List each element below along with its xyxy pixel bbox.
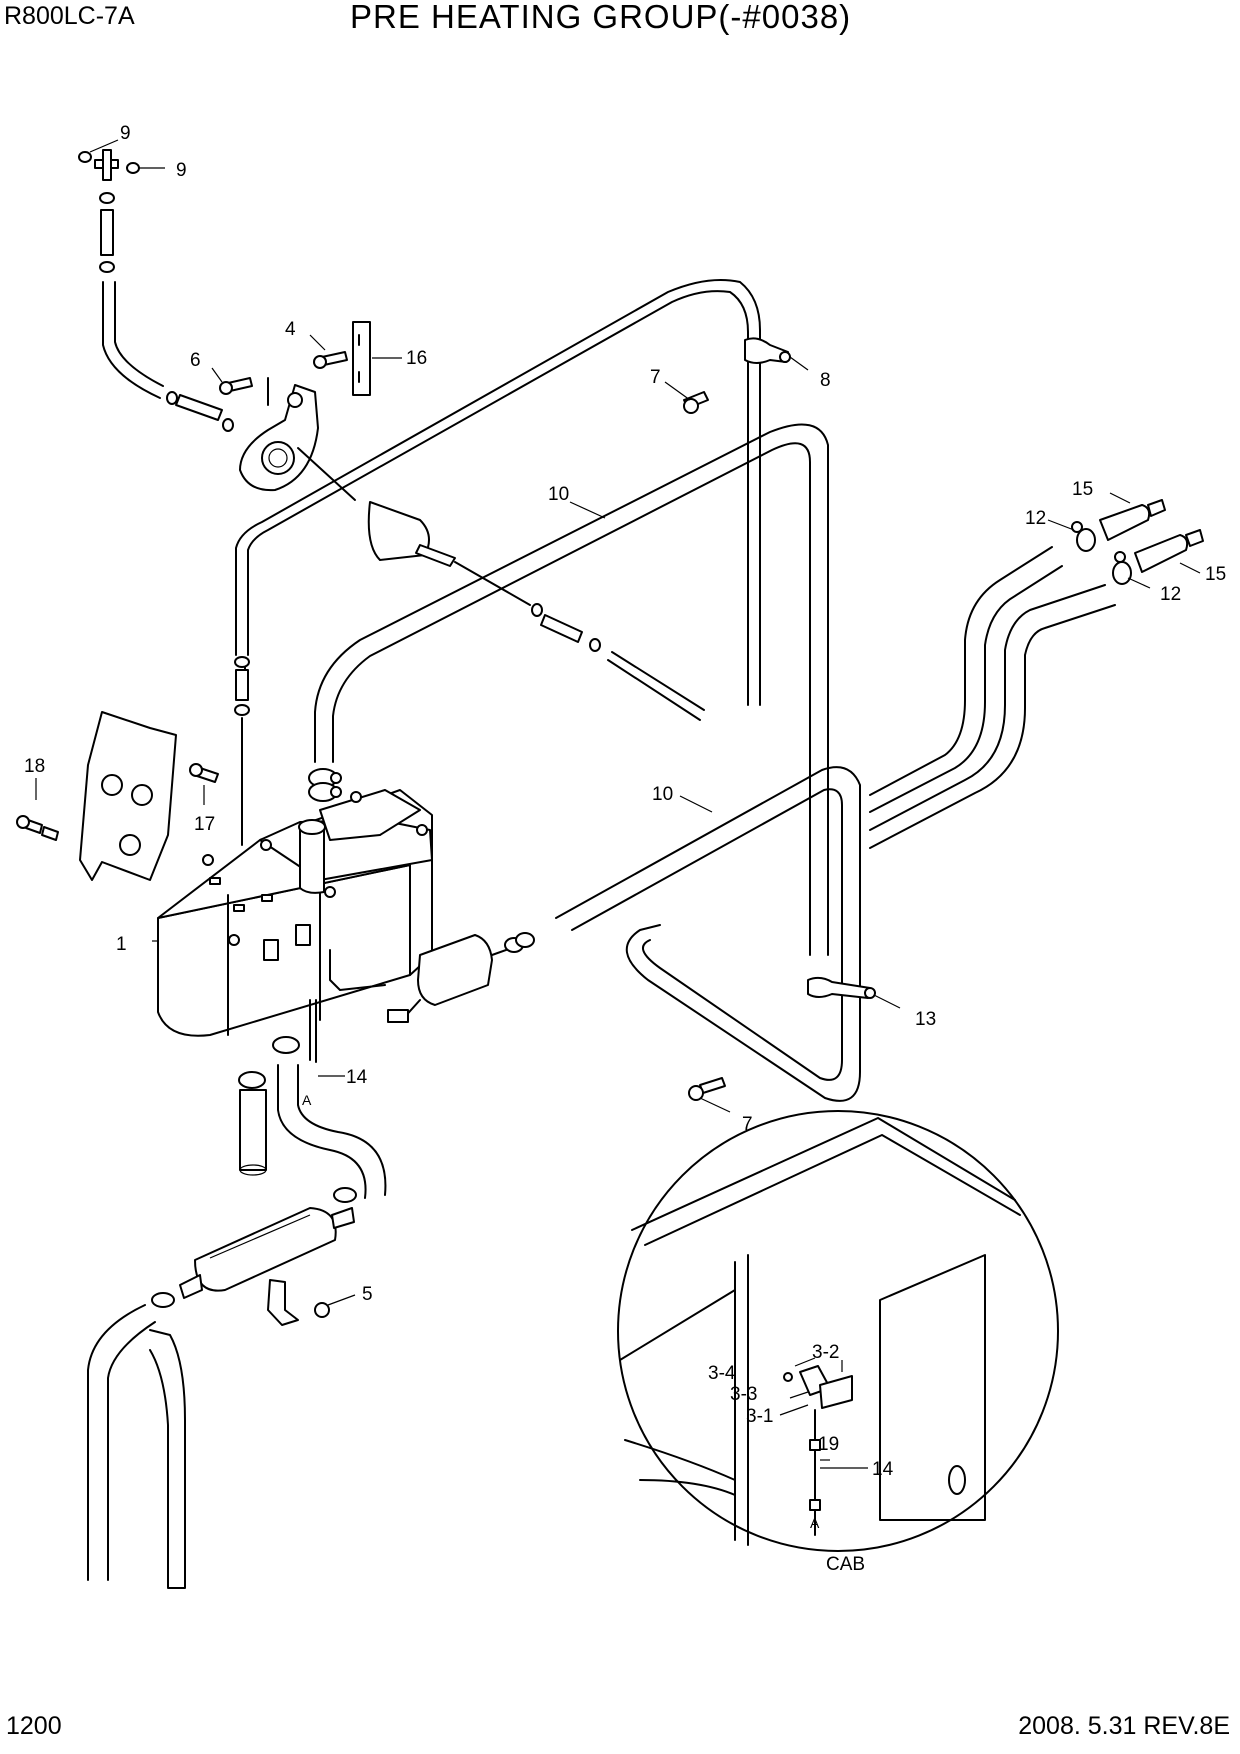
fuel-line-top	[78, 149, 234, 432]
callout-7-a: 7	[650, 367, 661, 388]
callout-10-a: 10	[548, 484, 569, 505]
page-title: PRE HEATING GROUP(-#0038)	[350, 0, 852, 35]
callout-1: 1	[116, 934, 127, 955]
page-number: 1200	[6, 1712, 62, 1740]
callout-13: 13	[915, 1009, 936, 1030]
callout-15-a: 15	[1072, 479, 1093, 500]
inset-callout-14: 14	[872, 1459, 894, 1480]
callout-16: 16	[406, 348, 427, 369]
callout-8: 8	[820, 370, 831, 391]
muffler	[87, 1187, 357, 1589]
coolant-hose-lower	[555, 499, 1204, 1102]
bracket-16	[219, 321, 371, 396]
lower-pipes	[238, 999, 387, 1199]
cab-inset	[617, 1110, 1059, 1552]
callout-9-a: 9	[120, 123, 131, 144]
callout-12-b: 12	[1160, 584, 1181, 605]
model-label: R800LC-7A	[4, 2, 135, 30]
leader-lines	[35, 139, 1201, 1469]
clamp-13	[688, 976, 876, 1101]
inset-callout-3-1: 3-1	[746, 1406, 773, 1427]
fuel-line-loop	[234, 279, 791, 846]
callout-17: 17	[194, 814, 215, 835]
callout-12-a: 12	[1025, 508, 1046, 529]
marker-a-inset: A	[810, 1515, 820, 1531]
callout-9-b: 9	[176, 160, 187, 181]
callout-5: 5	[362, 1284, 373, 1305]
coolant-hose-upper	[308, 423, 829, 956]
fuel-pump	[239, 377, 705, 721]
heater-unit	[157, 789, 433, 1037]
marker-a-main: A	[302, 1092, 312, 1108]
inset-callout-19: 19	[818, 1434, 839, 1455]
callout-18: 18	[24, 756, 45, 777]
callout-7-b: 7	[742, 1114, 753, 1135]
revision-date: 2008. 5.31 REV.8E	[1018, 1712, 1230, 1740]
callout-15-b: 15	[1205, 564, 1226, 585]
fuel-filter	[329, 932, 535, 1023]
inset-label-cab: CAB	[826, 1554, 865, 1575]
callout-14: 14	[346, 1067, 368, 1088]
inset-callout-3-3: 3-3	[730, 1384, 757, 1405]
mounting-bracket	[16, 711, 219, 881]
inset-callout-3-4: 3-4	[708, 1363, 736, 1384]
inset-callout-3-2: 3-2	[812, 1342, 839, 1363]
callout-10-b: 10	[652, 784, 673, 805]
callout-4: 4	[285, 319, 296, 340]
callout-6: 6	[190, 350, 201, 371]
